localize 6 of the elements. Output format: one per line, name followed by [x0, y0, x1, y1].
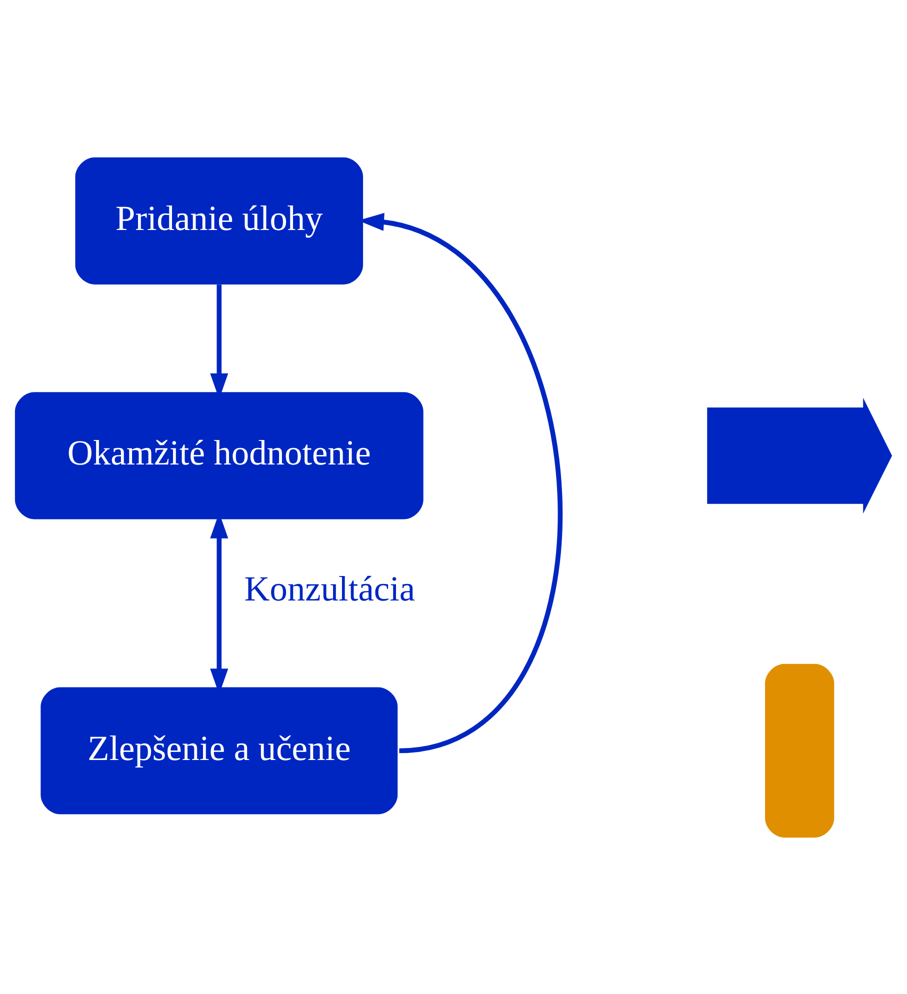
node-box: Pridanie úlohy: [75, 156, 364, 284]
node-box: [765, 663, 834, 838]
node-arrow: [707, 397, 892, 514]
edge-label: Konzultácia: [244, 568, 416, 608]
node-box: Zlepšenie a učenie: [40, 686, 398, 814]
node-box: Okamžité hodnotenie: [14, 392, 424, 519]
